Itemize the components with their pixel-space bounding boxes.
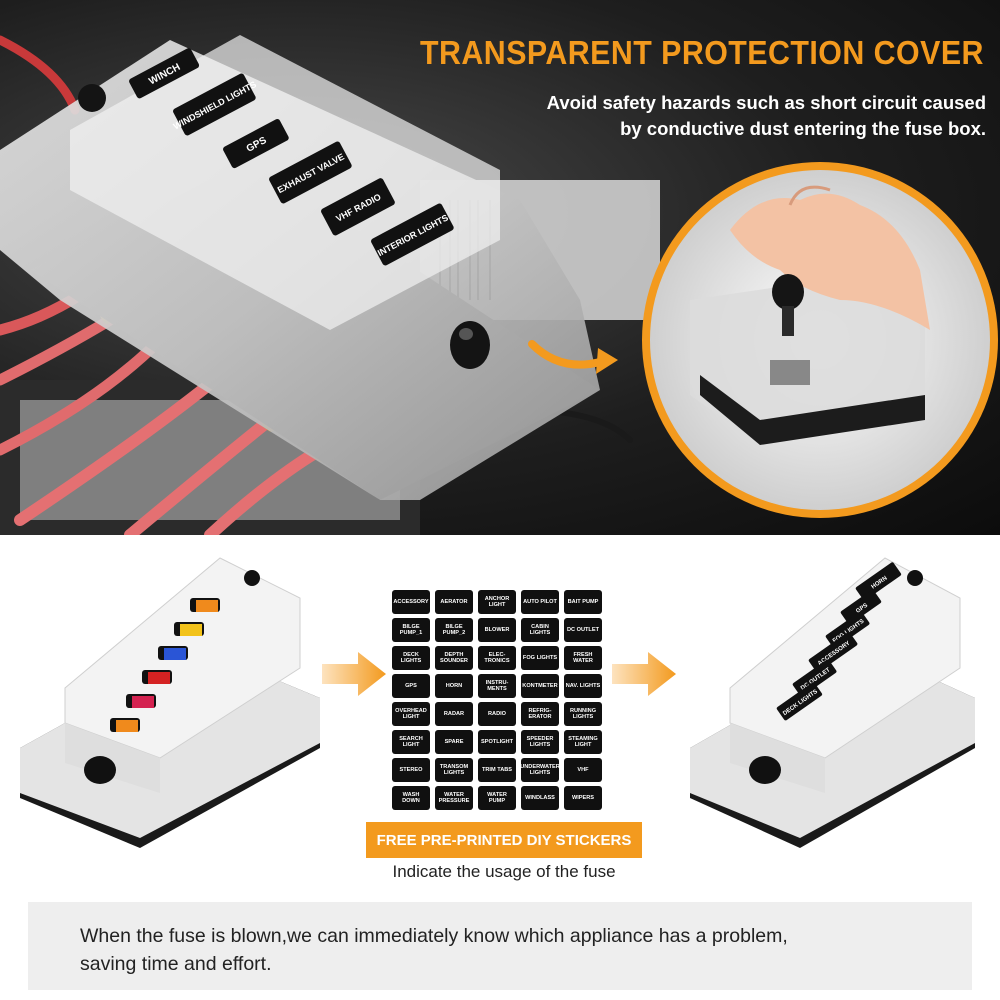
sticker-item: HORN: [435, 674, 473, 698]
sticker-item: INSTRU-MENTS: [478, 674, 516, 698]
right-fuse-box-image: HORN GPS FOG LIGHTS ACCESSORY DC OUTLET …: [690, 557, 975, 848]
description-line: Avoid safety hazards such as short circu…: [546, 92, 986, 113]
sticker-item: NAV. LIGHTS: [564, 674, 602, 698]
sticker-item: GPS: [392, 674, 430, 698]
sticker-item: FOG LIGHTS: [521, 646, 559, 670]
sticker-item: OVERHEAD LIGHT: [392, 702, 430, 726]
fuse-box-installed-image: WINCH WINDSHIELD LIGHTS GPS EXHAUST VALV…: [0, 35, 998, 535]
sticker-item: RADIO: [478, 702, 516, 726]
sticker-item: AERATOR: [435, 590, 473, 614]
curved-arrow-icon: [528, 340, 604, 369]
headline-description: Avoid safety hazards such as short circu…: [547, 90, 986, 142]
sticker-item: VHF: [564, 758, 602, 782]
sticker-banner: FREE PRE-PRINTED DIY STICKERS: [366, 822, 642, 858]
footer-line: saving time and effort.: [80, 953, 272, 975]
sticker-item: STEAMING LIGHT: [564, 730, 602, 754]
cover-label-stickers: WINCH WINDSHIELD LIGHTS GPS EXHAUST VALV…: [129, 48, 454, 266]
sticker-item: WIPERS: [564, 786, 602, 810]
sticker-item: SPARE: [435, 730, 473, 754]
sticker-item: REFRIG-ERATOR: [521, 702, 559, 726]
sticker-item: DECK LIGHTS: [392, 646, 430, 670]
sticker-item: DC OUTLET: [564, 618, 602, 642]
sticker-item: SPEEDER LIGHTS: [521, 730, 559, 754]
sticker-item: TRIM TABS: [478, 758, 516, 782]
inset-closeup: [642, 162, 998, 518]
sticker-item: BLOWER: [478, 618, 516, 642]
sticker-item: ELEC-TRONICS: [478, 646, 516, 670]
sticker-item: ANCHOR LIGHT: [478, 590, 516, 614]
sticker-item: TRANSOM LIGHTS: [435, 758, 473, 782]
fuse-row: [110, 598, 220, 732]
sticker-item: CABIN LIGHTS: [521, 618, 559, 642]
footer-panel: When the fuse is blown,we can immediatel…: [28, 902, 972, 990]
sticker-item: RADAR: [435, 702, 473, 726]
sticker-item: AUTO PILOT: [521, 590, 559, 614]
sticker-item: STEREO: [392, 758, 430, 782]
sticker-item: FRESH WATER: [564, 646, 602, 670]
sticker-item: UNDERWATER LIGHTS: [520, 758, 560, 782]
sticker-item: BAIT PUMP: [564, 590, 602, 614]
sticker-item: BILGE PUMP_2: [435, 618, 473, 642]
footer-text: When the fuse is blown,we can immediatel…: [80, 922, 960, 978]
sticker-item: SEARCH LIGHT: [392, 730, 430, 754]
arrow-right-icon: [322, 652, 386, 696]
sticker-item: KONTMETER: [521, 674, 559, 698]
sticker-item: RUNNING LIGHTS: [564, 702, 602, 726]
description-line: by conductive dust entering the fuse box…: [620, 118, 986, 139]
sticker-item: DEPTH SOUNDER: [435, 646, 473, 670]
sticker-item: BILGE PUMP_1: [392, 618, 430, 642]
headline: TRANSPARENT PROTECTION COVER: [420, 34, 984, 71]
sticker-item: WATER PRESSURE: [435, 786, 473, 810]
sticker-item: WATER PUMP: [478, 786, 516, 810]
footer-line: When the fuse is blown,we can immediatel…: [80, 925, 788, 947]
sticker-item: ACCESSORY: [392, 590, 430, 614]
sticker-item: WASH DOWN: [392, 786, 430, 810]
left-fuse-box-image: [20, 557, 320, 848]
arrow-right-icon: [612, 652, 676, 696]
sticker-caption: Indicate the usage of the fuse: [392, 862, 616, 881]
sticker-item: SPOTLIGHT: [478, 730, 516, 754]
sticker-item: WINDLASS: [521, 786, 559, 810]
top-product-photo: WINCH WINDSHIELD LIGHTS GPS EXHAUST VALV…: [0, 0, 1000, 535]
